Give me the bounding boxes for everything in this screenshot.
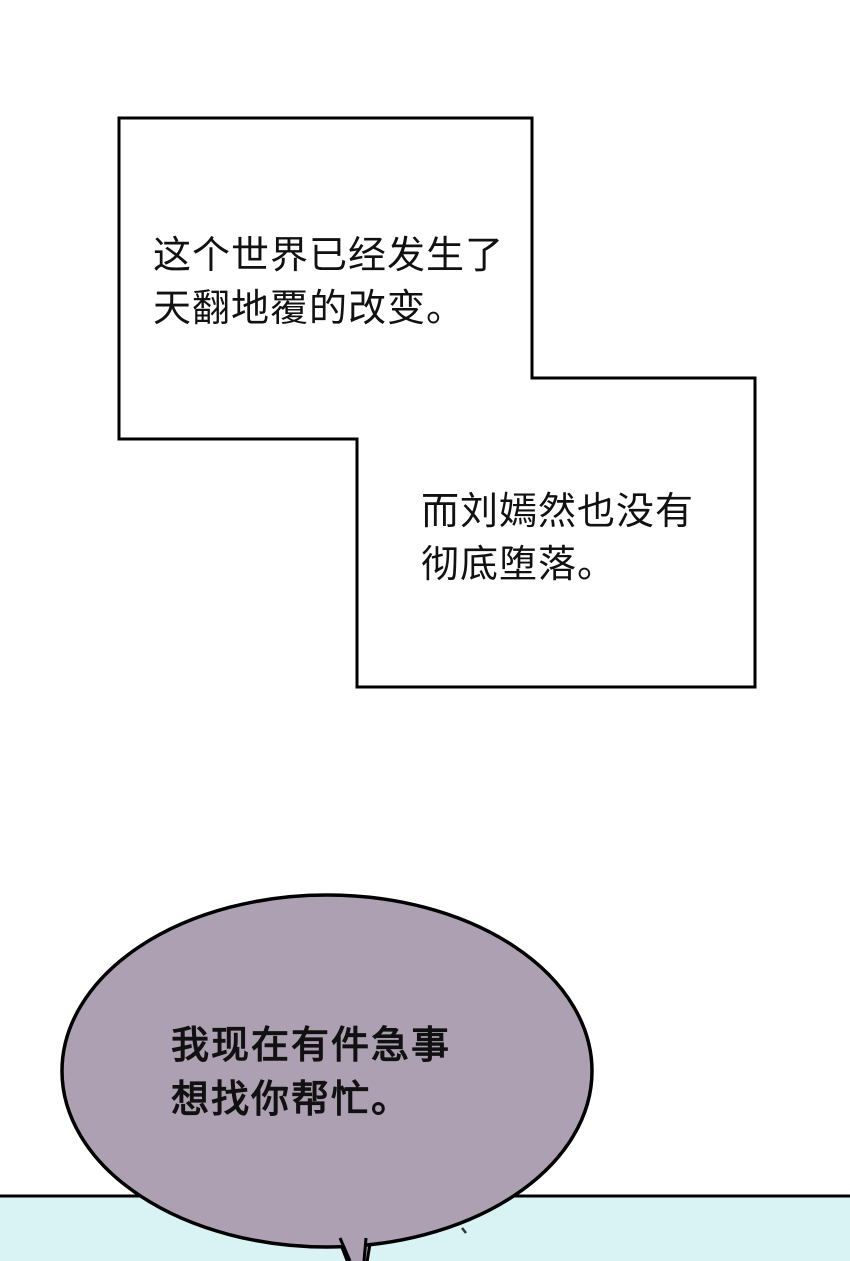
speech-bubble-tail-edge-left xyxy=(338,1237,352,1261)
narration-text-1: 这个世界已经发生了 天翻地覆的改变。 xyxy=(153,229,504,335)
speech-bubble-text: 我现在有件急事 想找你帮忙。 xyxy=(171,1018,451,1126)
narration-text-2: 而刘嫣然也没有 彻底堕落。 xyxy=(421,485,694,591)
speech-bubble xyxy=(60,893,594,1249)
narration-box-frame xyxy=(117,116,757,689)
dialogue-line: 想找你帮忙。 xyxy=(171,1077,412,1121)
narration-line: 彻底堕落。 xyxy=(421,542,617,586)
speech-bubble-tail-seam xyxy=(339,1236,368,1261)
narration-line: 天翻地覆的改变。 xyxy=(153,286,466,330)
narration-line: 而刘嫣然也没有 xyxy=(421,489,695,533)
speech-bubble-tail-edge-right xyxy=(362,1237,368,1261)
dialogue-line: 我现在有件急事 xyxy=(171,1023,452,1067)
small-mark xyxy=(461,1227,467,1234)
narration-line: 这个世界已经发生了 xyxy=(153,233,505,277)
